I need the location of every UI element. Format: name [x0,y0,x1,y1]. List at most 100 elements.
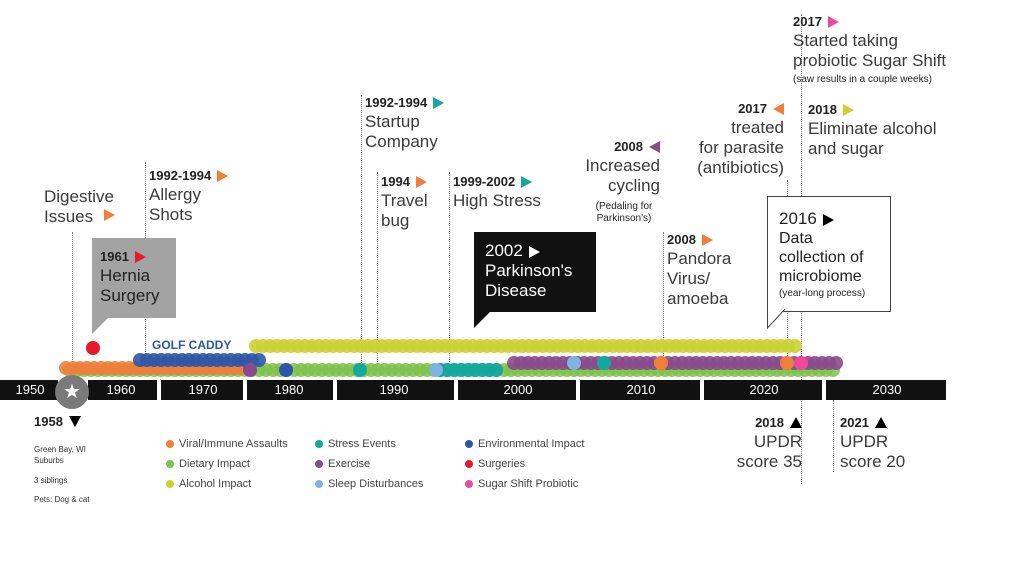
stress-dot [597,356,611,370]
callout-pointer [92,318,108,334]
birth-detail: Pets: Dog & cat [34,495,90,504]
exercise-dot [829,356,843,370]
axis-segment [0,380,58,400]
legend-label: Dietary Impact [179,458,250,470]
viral-dot [654,356,668,370]
legend-label: Sugar Shift Probiotic [478,478,579,490]
arrow-left-icon [649,140,660,153]
event-year: 2018 [808,102,837,117]
arrow-down-icon [68,416,81,428]
axis-segment [704,380,822,400]
decade-label: 1950 [15,382,45,397]
arrow-right-icon [842,103,854,116]
birth-detail: Green Bay, WI Suburbs [34,445,86,465]
event-year: 2002 [485,241,523,260]
event-text: Allergy Shots [149,185,201,224]
event-year: 2008 [614,139,643,154]
event-text: Started taking probiotic Sugar Shift [793,31,947,70]
environmental-dot [252,353,266,367]
hernia-callout [92,238,176,318]
event-note: (Pedaling for Parkinson's) [595,201,653,224]
legend-label: Environmental Impact [478,438,585,450]
event-hernia: 1961 Hernia Surgery [100,248,160,306]
event-cycling: 2008 Increased cycling (Pedaling for Par… [560,138,660,225]
event-startup: 1992-1994 Startup Company [365,94,445,152]
event-text: Increased cycling [585,156,660,195]
event-text: Pandora Virus/ amoeba [667,249,732,308]
decade-label: 1960 [106,382,136,397]
guide-2021 [833,400,834,472]
guide-travel [377,172,378,366]
event-stress: 1999-2002 High Stress [453,173,541,211]
arrow-right-icon [701,233,713,246]
birth-star-icon: ★ [55,375,89,409]
arrow-up-icon [874,417,887,429]
decade-label: 1970 [188,382,218,397]
event-year: 1992-1994 [365,95,428,110]
event-digestive: Digestive Issues [44,187,114,227]
event-year: 1999-2002 [453,174,516,189]
decade-label: 1980 [274,382,304,397]
guide-stress [449,172,450,362]
arrow-right-icon [822,213,834,226]
axis-segment [337,380,454,400]
event-year: 2021 [840,415,869,430]
sleep-dot [429,363,443,377]
event-text: UPDR score 20 [840,432,906,471]
viral-dot [780,356,794,370]
arrow-right-icon [415,175,427,188]
birth-detail: 3 siblings [34,476,68,485]
arrow-right-icon [827,15,839,28]
environmental-dot [279,363,293,377]
event-year: 1994 [381,174,410,189]
decade-label: 2010 [626,382,656,397]
event-alcohol: 2018 Eliminate alcohol and sugar [808,101,937,159]
legend-swatch [166,440,174,449]
decade-label: 2020 [749,382,779,397]
axis-segment [247,380,333,400]
event-probiotic: 2017 Started taking probiotic Sugar Shif… [793,13,946,85]
arrow-right-icon [104,209,115,221]
legend-swatch [465,480,473,489]
sleep-dot [567,356,581,370]
event-allergy: 1992-1994 Allergy Shots [149,167,229,225]
probiotic-dot [794,356,808,370]
exercise-dot [243,363,257,377]
event-text: Hernia Surgery [100,266,160,305]
event-text: Data collection of microbiome [779,230,864,285]
arrow-right-icon [528,245,540,258]
legend-item: Exercise [315,458,370,470]
arrow-right-icon [521,175,533,188]
stress-dot [489,363,503,377]
event-year: 1961 [100,249,129,264]
legend-swatch [166,460,174,469]
event-parasite: 2017 treated for parasite (antibiotics) [678,100,784,178]
event-note: (saw results in a couple weeks) [793,74,932,85]
legend-swatch [315,460,323,469]
axis-segment [580,380,700,400]
guide-startup [361,95,362,365]
event-text: Digestive Issues [44,187,114,226]
axis-segment [826,380,946,400]
legend-label: Exercise [328,458,371,470]
event-updr-2018: 2018 UPDR score 35 [718,414,802,472]
legend-label: Surgeries [478,458,526,470]
arrow-right-icon [134,250,146,263]
legend-item: Alcohol Impact [166,478,251,490]
legend-item: Stress Events [315,438,396,450]
legend-item: Sugar Shift Probiotic [465,478,578,490]
event-text: Parkinson's Disease [485,261,573,300]
axis-segment [458,380,576,400]
event-text: UPDR score 35 [736,432,802,471]
decade-label: 2000 [503,382,533,397]
guide-pandora [663,232,664,362]
event-parkinsons: 2002 Parkinson's Disease [485,241,572,301]
legend-swatch [166,480,174,489]
event-travel: 1994 Travel bug [381,173,428,231]
event-year: 2016 [779,209,817,228]
golf-caddy-label: GOLF CADDY [152,338,232,352]
arrow-up-icon [790,417,802,429]
axis-segment [161,380,243,400]
event-year: 1958 [34,414,63,429]
